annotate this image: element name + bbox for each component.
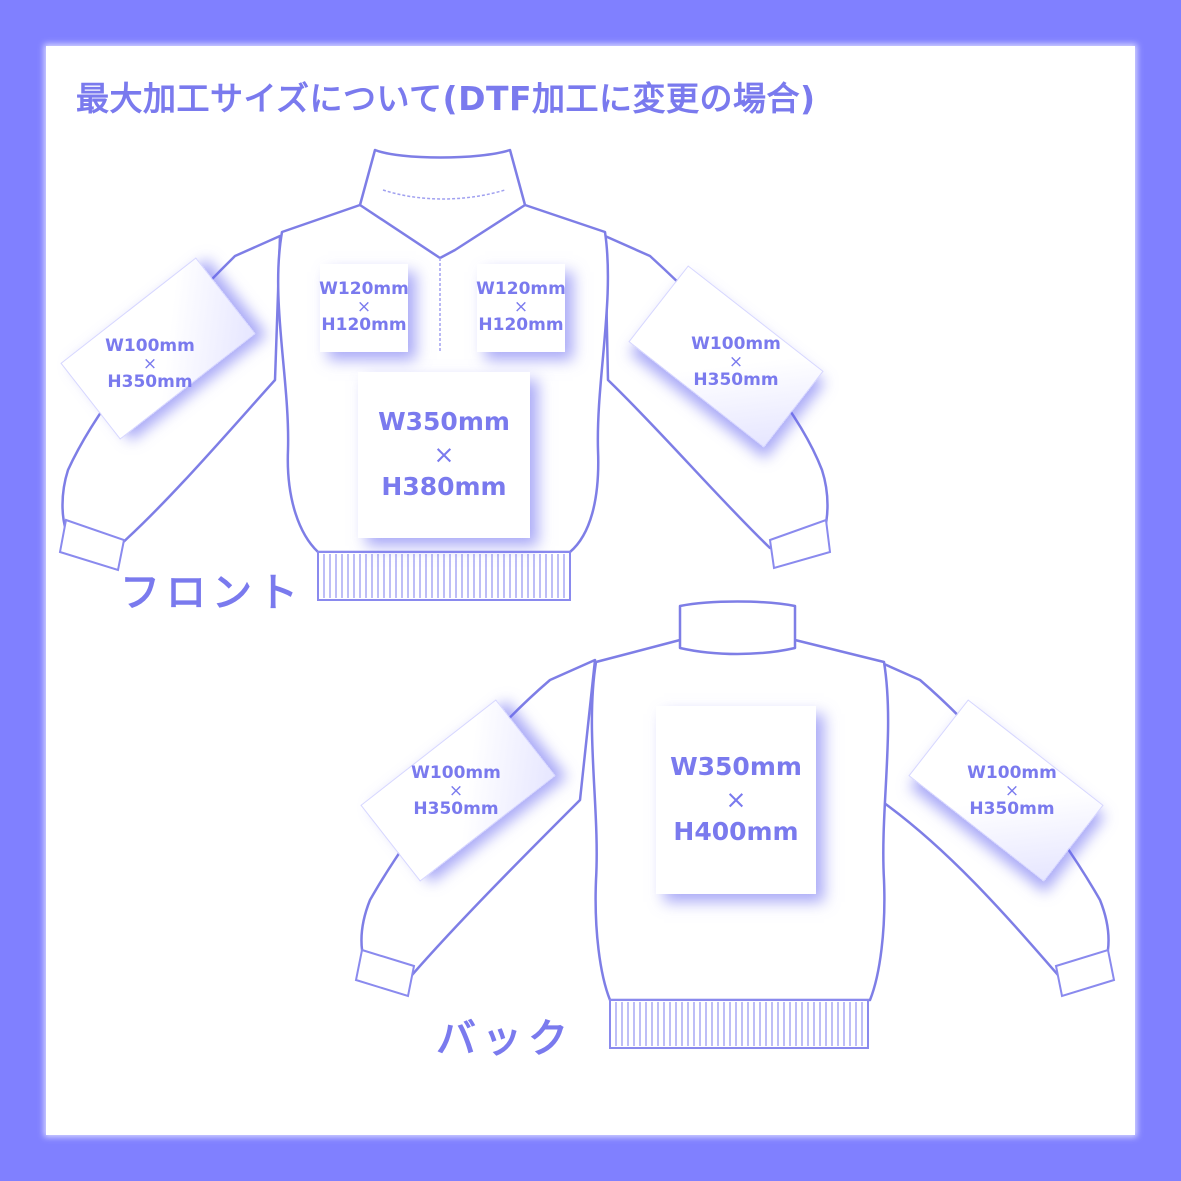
print-zone-front-right-sleeve-label: W100mm × H350mm [686,333,786,393]
zone-width: W120mm [319,279,409,300]
zone-width: W100mm [105,336,195,357]
zone-separator: × [448,781,464,802]
zone-separator: × [356,297,372,318]
print-zone-back-right-sleeve-label: W100mm × H350mm [962,762,1062,822]
zone-height: H400mm [673,817,799,847]
zone-width: W100mm [691,334,781,355]
print-zone-front-left-sleeve-label: W100mm × H350mm [100,335,200,395]
zone-separator: × [142,354,158,375]
page-title: 最大加工サイズについて(DTF加工に変更の場合) [76,79,816,118]
zone-height: H120mm [321,314,407,335]
zone-height: H350mm [969,798,1055,819]
print-zone-back-left-sleeve-label: W100mm × H350mm [406,762,506,822]
zone-width: W100mm [411,763,501,784]
zone-height: H350mm [107,371,193,392]
zone-width: W120mm [476,279,566,300]
zone-height: H350mm [413,798,499,819]
zone-height: H350mm [693,369,779,390]
print-zone-front-right-chest: W120mm × H120mm [476,264,566,352]
zone-width: W100mm [967,763,1057,784]
front-hem-rib [323,554,565,598]
front-view-label: フロント [120,570,304,616]
zone-separator: × [433,439,455,469]
print-zone-back-body: W350mm × H400mm [656,706,816,894]
zone-height: H120mm [478,314,564,335]
back-hem-rib [615,1002,863,1046]
back-view-label: バック [436,1016,574,1062]
zone-height: H380mm [381,472,507,502]
print-zone-front-left-chest: W120mm × H120mm [319,264,409,352]
zone-separator: × [1004,781,1020,802]
zone-width: W350mm [378,407,510,437]
print-zone-front-body: W350mm × H380mm [358,372,530,538]
zone-separator: × [728,352,744,373]
zone-separator: × [513,297,529,318]
zone-separator: × [725,784,747,814]
zone-width: W350mm [670,752,802,782]
